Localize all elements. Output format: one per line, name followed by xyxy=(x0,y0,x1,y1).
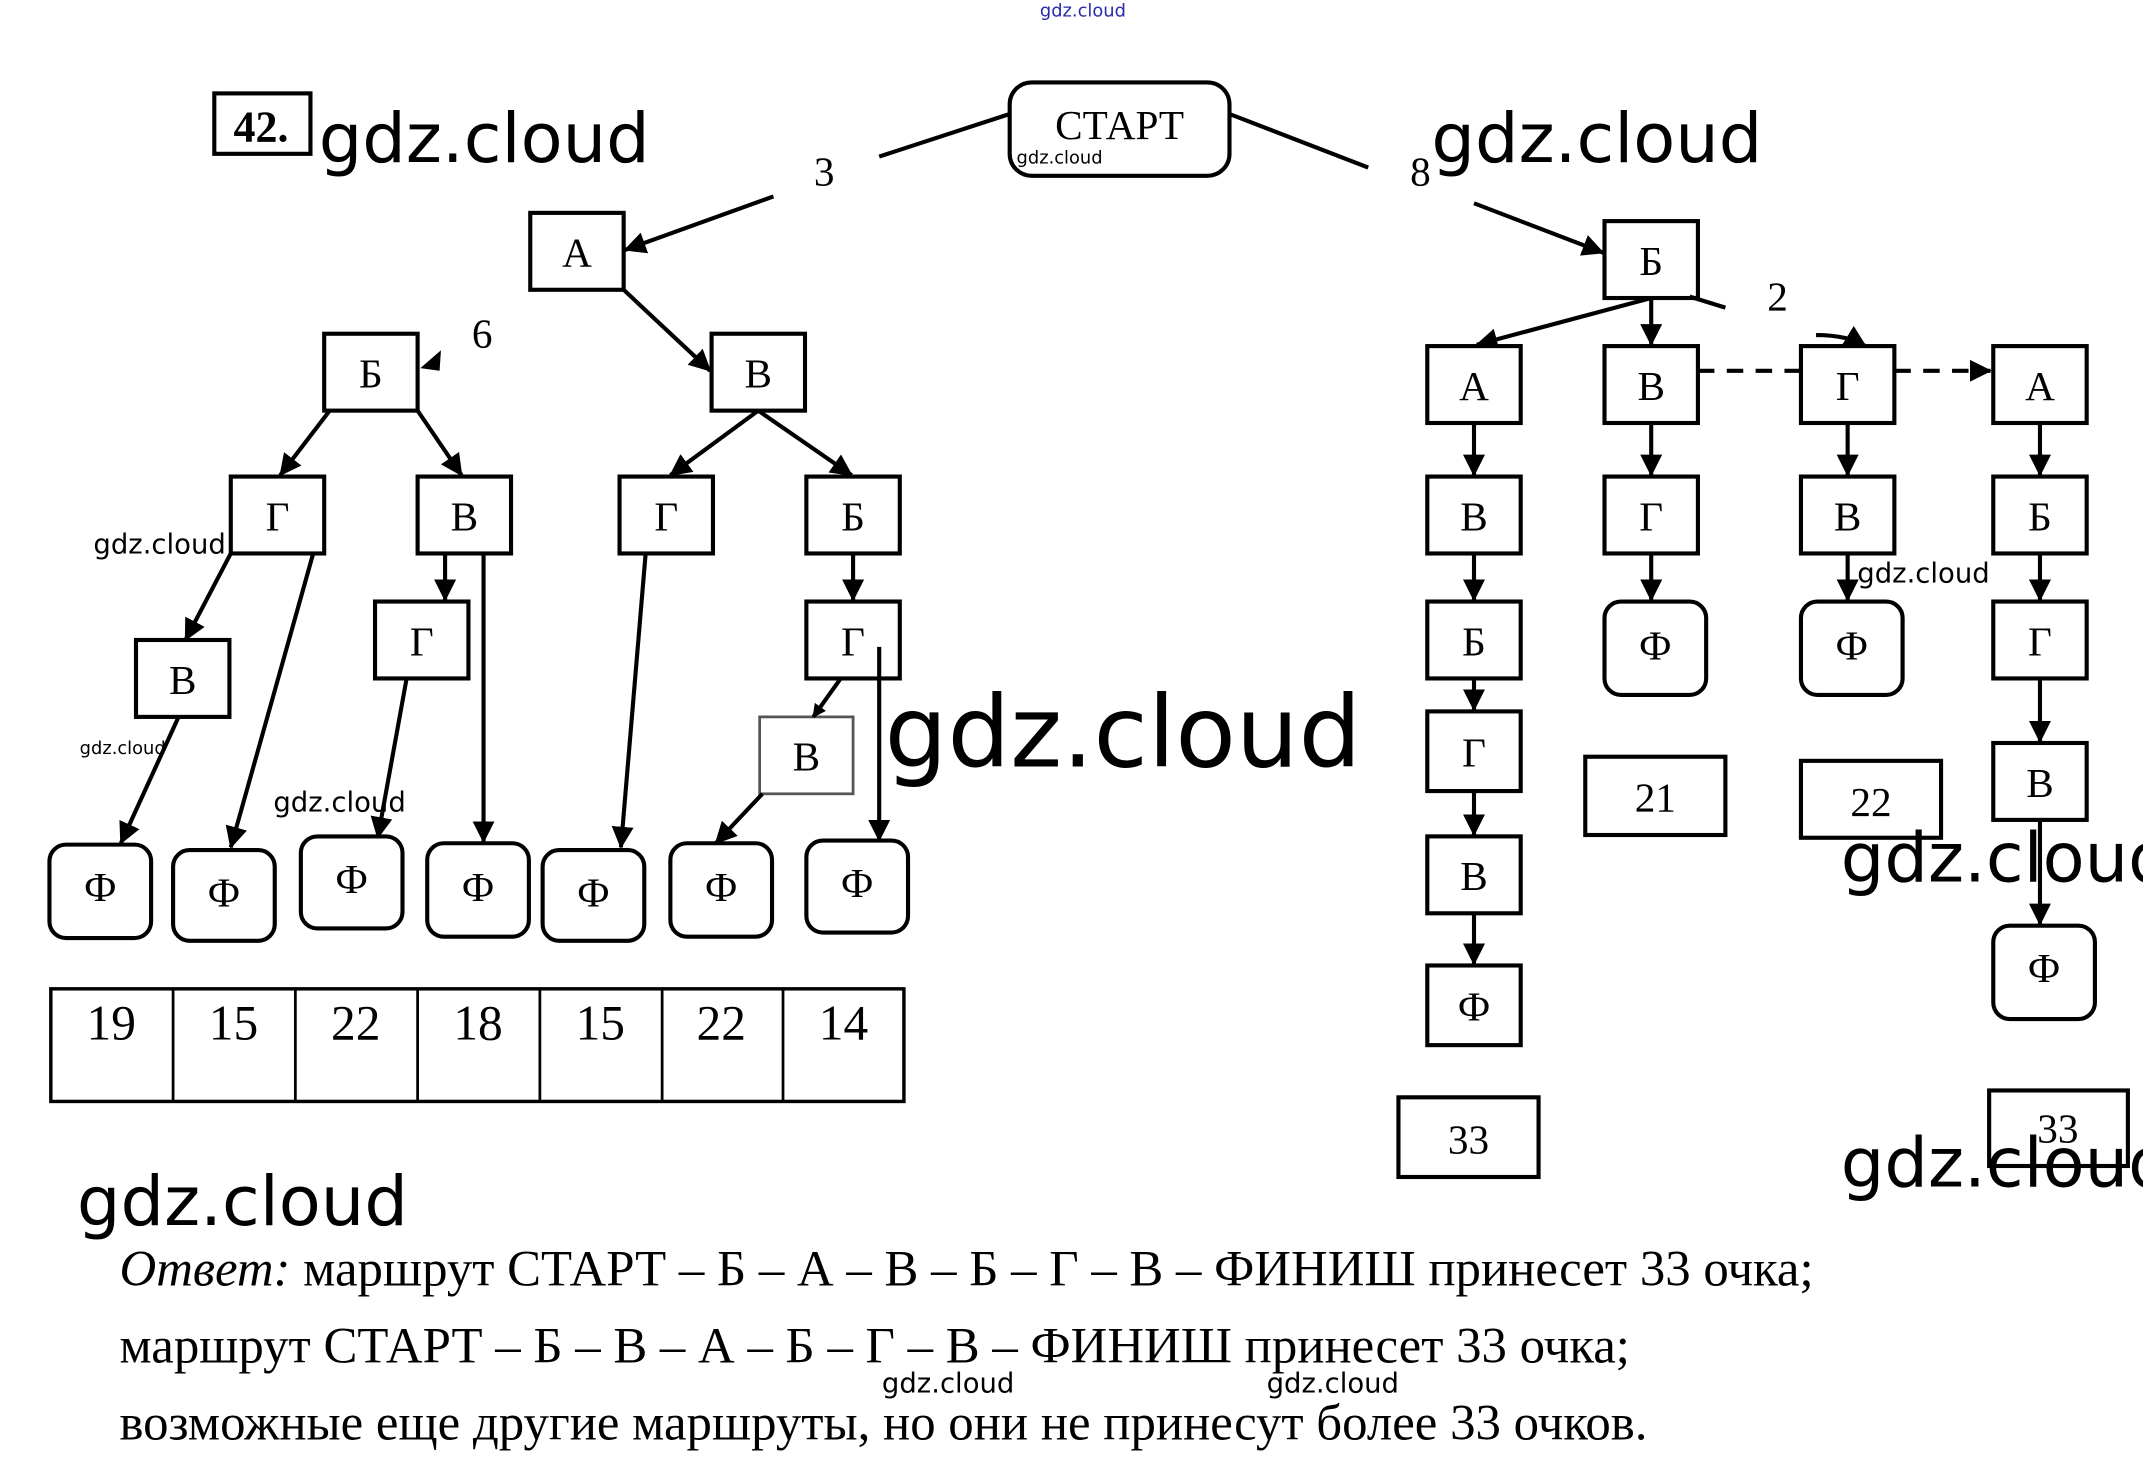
svg-text:Ответ: маршрут СТАРТ – Б – А –: Ответ: маршрут СТАРТ – Б – А – В – Б – Г… xyxy=(120,1240,1814,1296)
edge-weight: 8 xyxy=(1410,148,1431,194)
score-box: 33 xyxy=(2037,1106,2078,1152)
score-box: 21 xyxy=(1635,775,1676,821)
score-cell: 15 xyxy=(209,996,258,1051)
node: В xyxy=(745,351,772,397)
finish-node: Ф xyxy=(84,864,117,910)
score-cell: 15 xyxy=(576,996,625,1051)
finish-node: Ф xyxy=(335,856,368,902)
scores-table: 19 15 22 18 15 22 14 xyxy=(49,987,906,1104)
watermark: gdz.cloud xyxy=(882,1369,1014,1400)
score-box: 22 xyxy=(1850,779,1891,825)
watermark: gdz.cloud xyxy=(80,738,166,759)
answer-line-3: возможные еще другие маршруты, но они не… xyxy=(120,1394,1648,1450)
answer-text: Ответ: маршрут СТАРТ – Б – А – В – Б – Г… xyxy=(120,1240,1814,1450)
svg-text:СТАРТ: СТАРТ xyxy=(1055,102,1184,148)
right-tree: Б 2 А В Г А В Б Г В Ф 33 xyxy=(1396,219,2143,1204)
score-cell: 22 xyxy=(696,996,745,1051)
node: Б xyxy=(2028,493,2052,539)
node: Г xyxy=(1639,493,1663,539)
edge-weight: 2 xyxy=(1767,273,1788,319)
answer-line-1: маршрут СТАРТ – Б – А – В – Б – Г – В – … xyxy=(290,1240,1813,1296)
problem-number: 42. xyxy=(212,91,313,156)
left-tree: А 6 Б В Г В Г Б gdz.cloud В Г xyxy=(47,210,911,1104)
svg-text:42.: 42. xyxy=(234,102,289,151)
finish-node: Ф xyxy=(2028,945,2061,991)
node: А xyxy=(1459,363,1489,409)
node: В xyxy=(451,493,478,539)
watermark: gdz.cloud xyxy=(319,99,650,179)
node: Г xyxy=(1836,363,1860,409)
node: А xyxy=(2025,363,2055,409)
node: Г xyxy=(410,618,434,664)
node: В xyxy=(1834,493,1861,539)
start-node: СТАРТ gdz.cloud xyxy=(1007,80,1232,178)
node: Г xyxy=(654,493,678,539)
finish-node: Ф xyxy=(1835,622,1868,668)
node: Г xyxy=(266,493,290,539)
node: В xyxy=(2026,760,2053,806)
finish-node: Ф xyxy=(208,870,241,916)
finish-nodes: Ф Ф Ф Ф Ф Ф Ф xyxy=(47,834,911,943)
finish-node: Ф xyxy=(841,860,874,906)
node: Б xyxy=(359,351,383,397)
answer-line-2: маршрут СТАРТ – Б – В – А – Б – Г – В – … xyxy=(120,1317,1630,1373)
watermark: gdz.cloud xyxy=(1267,1369,1399,1400)
node: Б xyxy=(841,493,865,539)
score-cell: 14 xyxy=(819,996,868,1051)
node: В xyxy=(169,657,196,703)
node: В xyxy=(1460,853,1487,899)
node: Г xyxy=(841,618,865,664)
edge-weight: 3 xyxy=(814,148,835,194)
watermark: gdz.cloud xyxy=(1841,1124,2143,1204)
finish-node: Ф xyxy=(462,864,495,910)
watermark: gdz.cloud xyxy=(93,529,225,560)
node: Г xyxy=(1462,730,1486,776)
answer-lead: Ответ: xyxy=(120,1240,291,1296)
watermark: gdz.cloud xyxy=(885,675,1362,790)
node: Г xyxy=(2028,618,2052,664)
finish-node: Ф xyxy=(1639,622,1672,668)
edge-weight: 6 xyxy=(472,310,493,356)
watermark: gdz.cloud xyxy=(1841,819,2143,899)
finish-node: Ф xyxy=(577,870,610,916)
finish-node: Ф xyxy=(1458,984,1491,1030)
svg-text:gdz.cloud: gdz.cloud xyxy=(1017,147,1103,168)
score-cell: 22 xyxy=(331,996,380,1051)
score-cell: 18 xyxy=(453,996,502,1051)
node: В xyxy=(793,734,820,780)
score-box: 33 xyxy=(1448,1117,1489,1163)
node: А xyxy=(562,230,592,276)
watermark-top: gdz.cloud xyxy=(1040,0,1126,21)
watermark: gdz.cloud xyxy=(1431,99,1762,179)
finish-node: Ф xyxy=(705,864,738,910)
node: В xyxy=(1637,363,1664,409)
node: Б xyxy=(1462,618,1486,664)
node: Б xyxy=(1639,238,1663,284)
score-cell: 19 xyxy=(87,996,136,1051)
watermark: gdz.cloud xyxy=(1857,558,1989,589)
node: В xyxy=(1460,493,1487,539)
watermark: gdz.cloud xyxy=(77,1162,408,1242)
